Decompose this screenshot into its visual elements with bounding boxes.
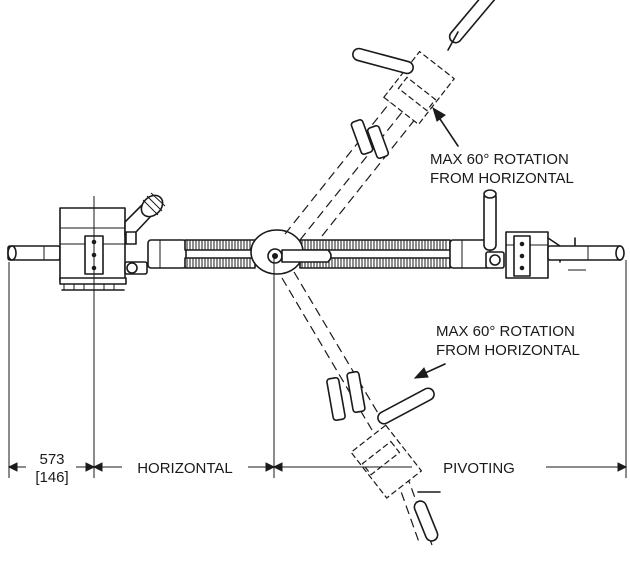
right-clamp-block [505, 231, 586, 279]
valve-knob [124, 192, 166, 245]
upper-clamp-block [383, 50, 456, 126]
right-vertical-handle [483, 189, 497, 251]
rotated-arm-upper [284, 0, 498, 241]
rotation-upper-line2: FROM HORIZONTAL [430, 170, 574, 187]
upper-handles [350, 0, 498, 160]
rotation-annotation-lower: MAX 60° ROTATION FROM HORIZONTAL [413, 323, 580, 379]
left-end-rod [7, 245, 61, 261]
horizontal-label: HORIZONTAL [137, 460, 233, 477]
pivot-hub [250, 229, 332, 275]
rotation-annotation-upper: MAX 60° ROTATION FROM HORIZONTAL [430, 106, 574, 187]
lower-handles [326, 370, 441, 542]
dimension-horizontal: HORIZONTAL [92, 460, 276, 477]
pivoting-label: PIVOTING [443, 460, 515, 477]
lower-clamp-block [350, 424, 423, 499]
rod-threads [186, 240, 447, 268]
rotation-lower-line2: FROM HORIZONTAL [436, 342, 580, 359]
right-end-rod [547, 245, 625, 261]
rotation-upper-line1: MAX 60° ROTATION [430, 151, 569, 168]
offset-value: 573 [39, 451, 64, 468]
dimension-offset: 573 [146] [7, 451, 96, 486]
centerlines [8, 196, 627, 478]
offset-secondary: [146] [35, 469, 68, 486]
dimension-pivoting: PIVOTING [272, 460, 628, 477]
left-clamp-block [59, 207, 127, 291]
rotation-lower-line1: MAX 60° ROTATION [436, 323, 575, 340]
horizontal-arm [7, 189, 625, 291]
right-collar [449, 239, 505, 269]
left-collars [124, 239, 187, 275]
rotated-arm-lower [281, 271, 441, 546]
